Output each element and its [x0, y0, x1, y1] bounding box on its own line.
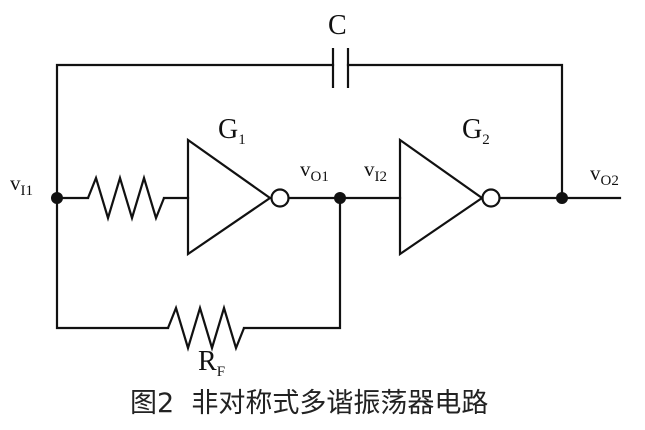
- feedback-resistor: [166, 304, 246, 352]
- capacitor-label: C: [328, 10, 347, 41]
- gate-g1-label: G1: [218, 114, 246, 148]
- figure-caption: 图2 非对称式多谐振荡器电路: [130, 388, 488, 419]
- wire-top-right: [346, 63, 564, 200]
- vi2-label: vI2: [364, 157, 387, 185]
- vo2-label: vO2: [590, 161, 619, 189]
- vo1-label: vO1: [300, 157, 329, 185]
- input-resistor: [86, 174, 166, 222]
- wire-bottom-left: [55, 196, 170, 330]
- vi1-label: vI1: [10, 171, 33, 199]
- gate-g1-body: [186, 137, 272, 257]
- feedback-resistor-label: RF: [198, 346, 225, 380]
- wire-top-left: [55, 63, 335, 200]
- gate-g2-label: G2: [462, 114, 490, 148]
- junction-vo1: [334, 192, 346, 204]
- gate-g2-body: [398, 137, 484, 257]
- junction-vo2: [556, 192, 568, 204]
- junction-vi1: [51, 192, 63, 204]
- gate-g2-bubble: [481, 188, 501, 208]
- gate-g1-bubble: [270, 188, 290, 208]
- wire-bottom-right: [242, 196, 342, 330]
